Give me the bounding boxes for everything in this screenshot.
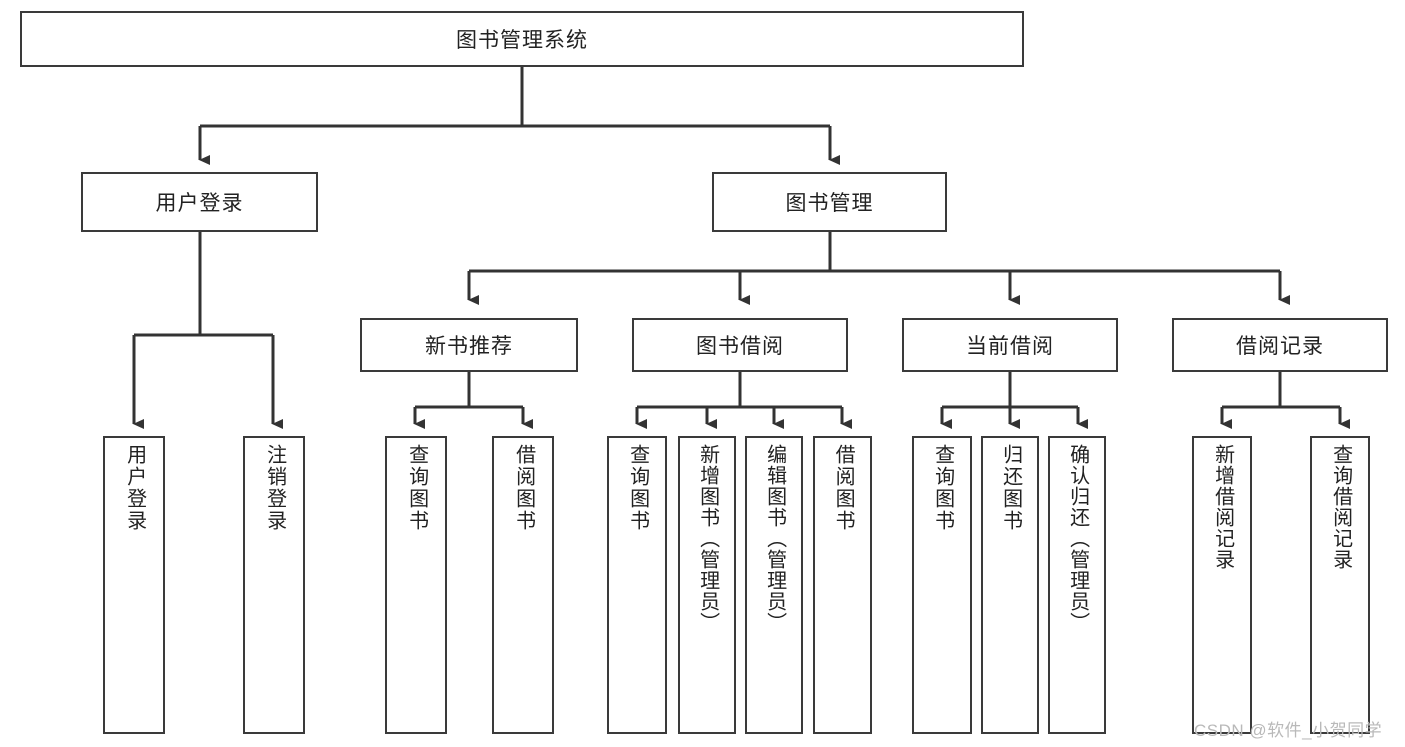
leaf-label: 注销登录	[263, 444, 286, 532]
node-book-borrow[interactable]: 图书借阅	[632, 318, 848, 372]
node-user-login[interactable]: 用户登录	[81, 172, 318, 232]
leaf-borrow-record-query[interactable]: 查询借阅记录	[1310, 436, 1370, 734]
watermark-text: CSDN @软件_小贺同学	[1194, 721, 1383, 740]
node-new-book-recommend[interactable]: 新书推荐	[360, 318, 578, 372]
leaf-label: 编辑图书（管理员）	[763, 444, 786, 633]
leaf-label: 用户登录	[123, 444, 146, 532]
leaf-current-borrow-return[interactable]: 归还图书	[981, 436, 1039, 734]
node-new-book-recommend-label: 新书推荐	[425, 335, 513, 358]
leaf-user-login-signin[interactable]: 用户登录	[103, 436, 165, 734]
node-current-borrow-label: 当前借阅	[966, 335, 1054, 358]
leaf-new-book-query[interactable]: 查询图书	[385, 436, 447, 734]
leaf-label: 借阅图书	[512, 444, 535, 532]
leaf-book-borrow-add[interactable]: 新增图书（管理员）	[678, 436, 736, 734]
leaf-current-borrow-confirm[interactable]: 确认归还（管理员）	[1048, 436, 1106, 734]
node-book-management-label: 图书管理	[785, 192, 874, 215]
leaf-label: 查询图书	[931, 444, 954, 532]
leaf-borrow-record-add[interactable]: 新增借阅记录	[1192, 436, 1252, 734]
leaf-user-login-signout[interactable]: 注销登录	[243, 436, 305, 734]
leaf-current-borrow-query[interactable]: 查询图书	[912, 436, 972, 734]
node-root[interactable]: 图书管理系统	[20, 11, 1024, 67]
node-book-borrow-label: 图书借阅	[696, 335, 784, 358]
node-borrow-record[interactable]: 借阅记录	[1172, 318, 1388, 372]
leaf-book-borrow-borrow[interactable]: 借阅图书	[813, 436, 872, 734]
leaf-label: 新增图书（管理员）	[696, 444, 719, 633]
leaf-label: 查询图书	[405, 444, 428, 532]
node-borrow-record-label: 借阅记录	[1236, 335, 1324, 358]
node-root-label: 图书管理系统	[456, 29, 588, 52]
node-user-login-label: 用户登录	[155, 192, 244, 215]
leaf-label: 借阅图书	[832, 444, 855, 532]
node-book-management[interactable]: 图书管理	[712, 172, 947, 232]
leaf-label: 查询借阅记录	[1329, 444, 1352, 570]
leaf-label: 新增借阅记录	[1211, 444, 1234, 570]
leaf-book-borrow-edit[interactable]: 编辑图书（管理员）	[745, 436, 803, 734]
leaf-label: 确认归还（管理员）	[1066, 444, 1089, 633]
leaf-label: 查询图书	[626, 444, 649, 532]
node-current-borrow[interactable]: 当前借阅	[902, 318, 1118, 372]
leaf-label: 归还图书	[999, 444, 1022, 532]
leaf-book-borrow-query[interactable]: 查询图书	[607, 436, 667, 734]
leaf-new-book-borrow[interactable]: 借阅图书	[492, 436, 554, 734]
